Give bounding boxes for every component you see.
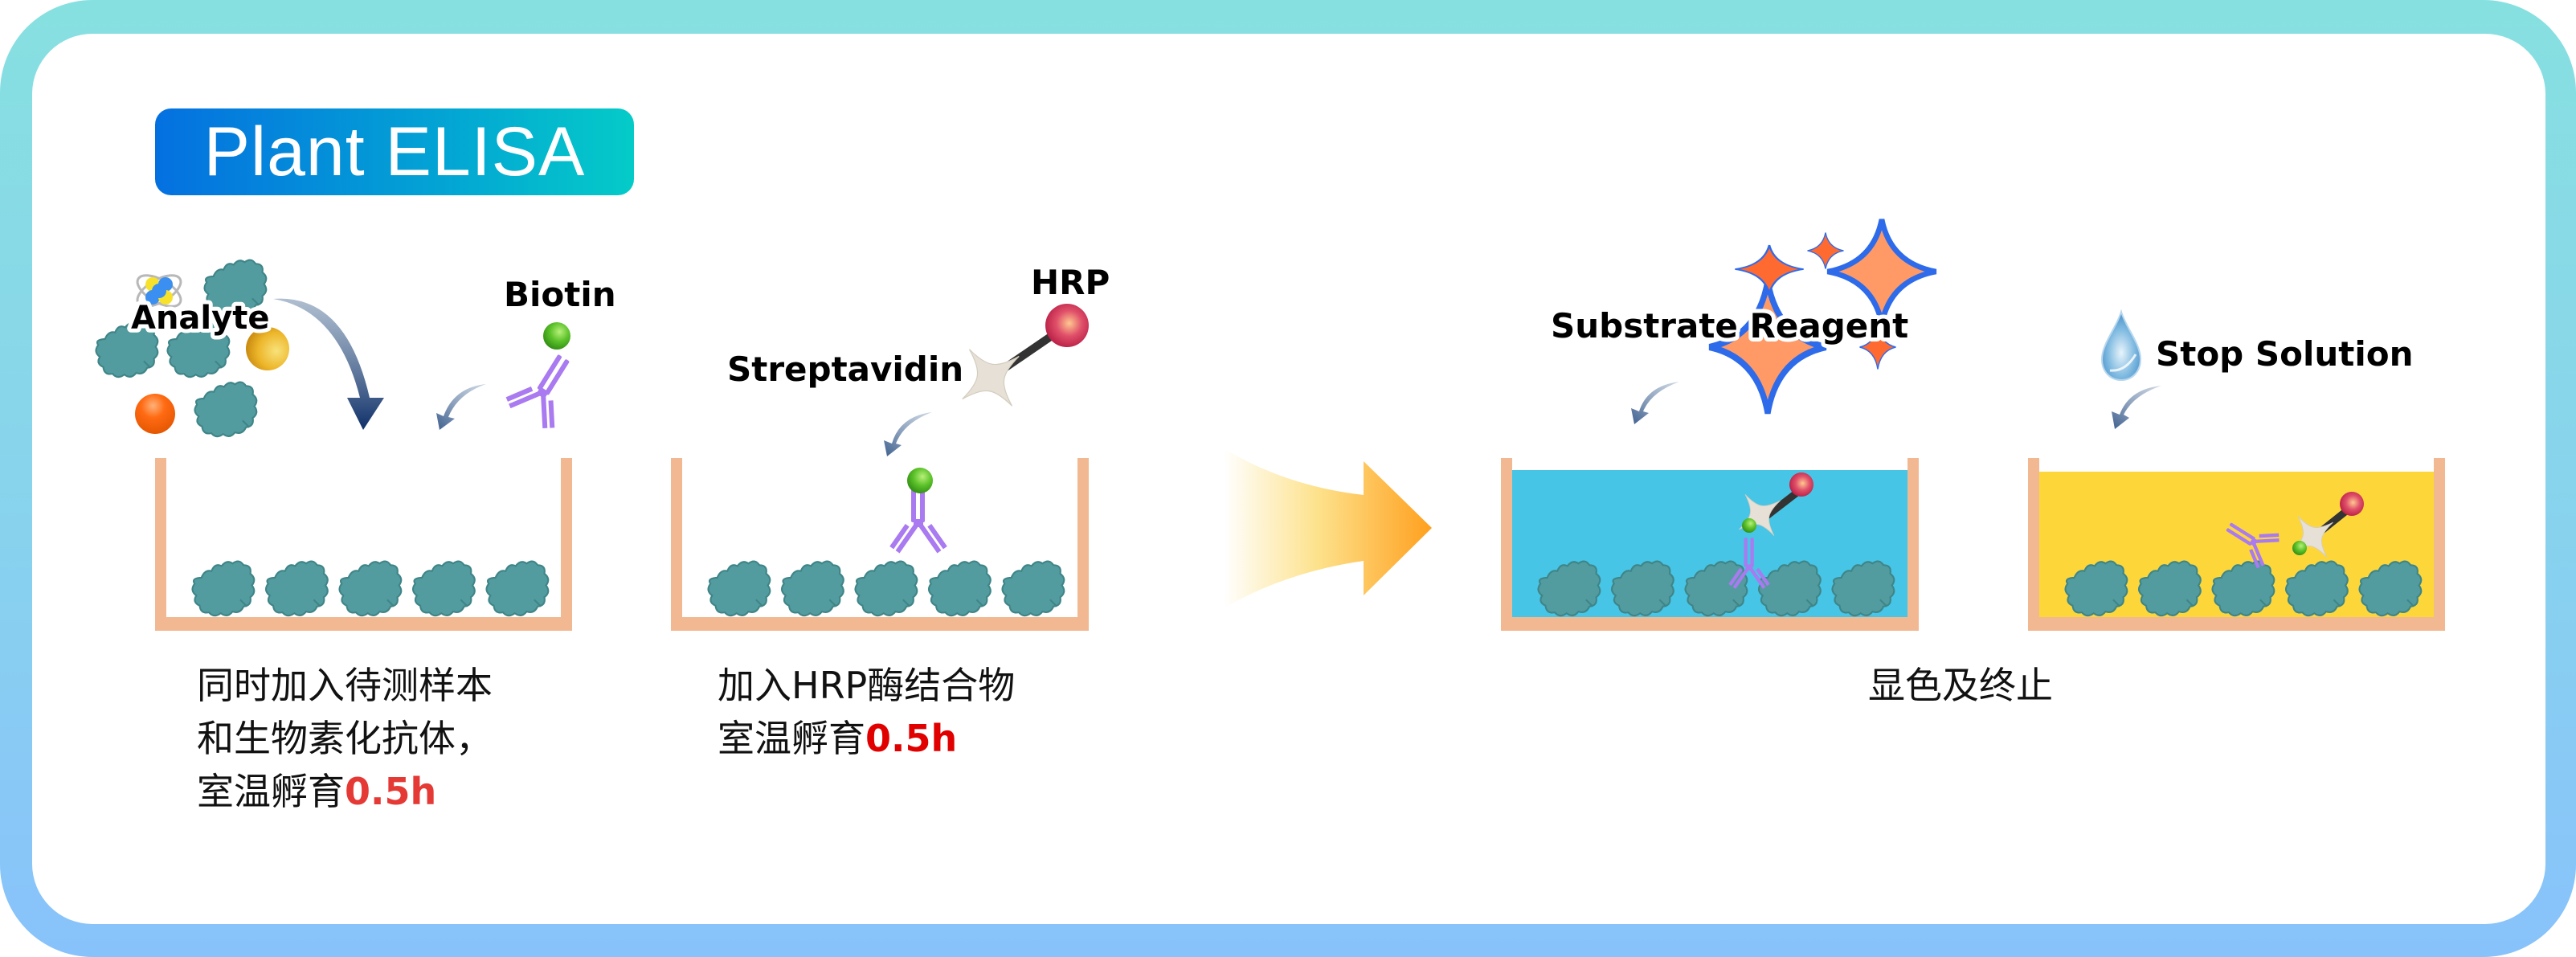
biotinylated-antibody-icon bbox=[502, 322, 589, 434]
coated-protein-icon bbox=[927, 560, 992, 617]
coated-protein-icon bbox=[1001, 560, 1065, 617]
caption-text: 室温孵育 bbox=[718, 717, 865, 760]
streptavidin-hrp-conjugate-icon bbox=[962, 304, 1089, 407]
flow-arrow-icon bbox=[1224, 448, 1432, 608]
step-2: Streptavidin HRP bbox=[671, 263, 1110, 631]
curved-arrow-icon bbox=[884, 412, 932, 456]
caption-line: 加入HRP酶结合物 bbox=[718, 664, 1016, 707]
curved-arrow-icon bbox=[273, 298, 384, 430]
caption-line: 和生物素化抗体， bbox=[197, 717, 493, 760]
coated-protein-icon bbox=[264, 560, 329, 617]
coated-protein-icon bbox=[780, 560, 844, 617]
streptavidin-label: Streptavidin bbox=[727, 350, 963, 389]
atom-icon bbox=[136, 274, 182, 308]
coated-protein-icon bbox=[338, 560, 403, 617]
incubation-time: 0.5h bbox=[865, 717, 958, 760]
hrp-label: HRP bbox=[1031, 263, 1110, 302]
released-complex-icon bbox=[2217, 492, 2364, 571]
immune-complex-icon bbox=[1728, 472, 1813, 589]
page-title: Plant ELISA bbox=[203, 112, 586, 190]
step-1: Analyte Biotin bbox=[95, 259, 616, 631]
curved-arrow-icon bbox=[2112, 386, 2161, 429]
step-2-caption: 加入HRP酶结合物 室温孵育0.5h bbox=[718, 659, 1015, 765]
coated-protein-icon bbox=[707, 560, 771, 617]
caption-line: 室温孵育0.5h bbox=[718, 712, 1015, 765]
water-drop-icon bbox=[2100, 309, 2142, 382]
microplate-well bbox=[671, 458, 1089, 631]
step-1-caption: 同时加入待测样本 和生物素化抗体， 室温孵育0.5h bbox=[197, 659, 493, 818]
caption-text: 室温孵育 bbox=[197, 770, 345, 813]
bound-antibody-icon bbox=[889, 468, 947, 554]
curved-arrow-icon bbox=[436, 384, 486, 430]
protein-cloud-icon bbox=[194, 381, 258, 438]
analyte-label: Analyte bbox=[131, 300, 269, 337]
coated-protein-icon bbox=[485, 560, 550, 617]
curved-arrow-icon bbox=[1631, 382, 1679, 424]
coated-protein-icon bbox=[854, 560, 918, 617]
title-badge: Plant ELISA bbox=[155, 108, 634, 195]
microplate-well bbox=[155, 458, 572, 631]
final-caption: 显色及终止 bbox=[1868, 664, 2053, 707]
microplate-well bbox=[2028, 458, 2445, 631]
substrate-reagent-label: Substrate Reagent bbox=[1551, 306, 1908, 346]
caption-line: 室温孵育0.5h bbox=[197, 765, 493, 818]
step-3: Substrate Reagent bbox=[1501, 219, 1936, 631]
microplate-well bbox=[1501, 458, 1919, 631]
orange-sphere-icon bbox=[135, 394, 175, 434]
coated-protein-icon bbox=[411, 560, 476, 617]
incubation-time: 0.5h bbox=[345, 770, 437, 813]
caption-line: 同时加入待测样本 bbox=[197, 664, 493, 707]
coated-protein-icon bbox=[191, 560, 256, 617]
biotin-label: Biotin bbox=[504, 275, 616, 314]
stop-solution-label: Stop Solution bbox=[2156, 334, 2414, 374]
gold-sphere-icon bbox=[246, 327, 289, 370]
step-4: Stop Solution bbox=[2028, 309, 2445, 631]
